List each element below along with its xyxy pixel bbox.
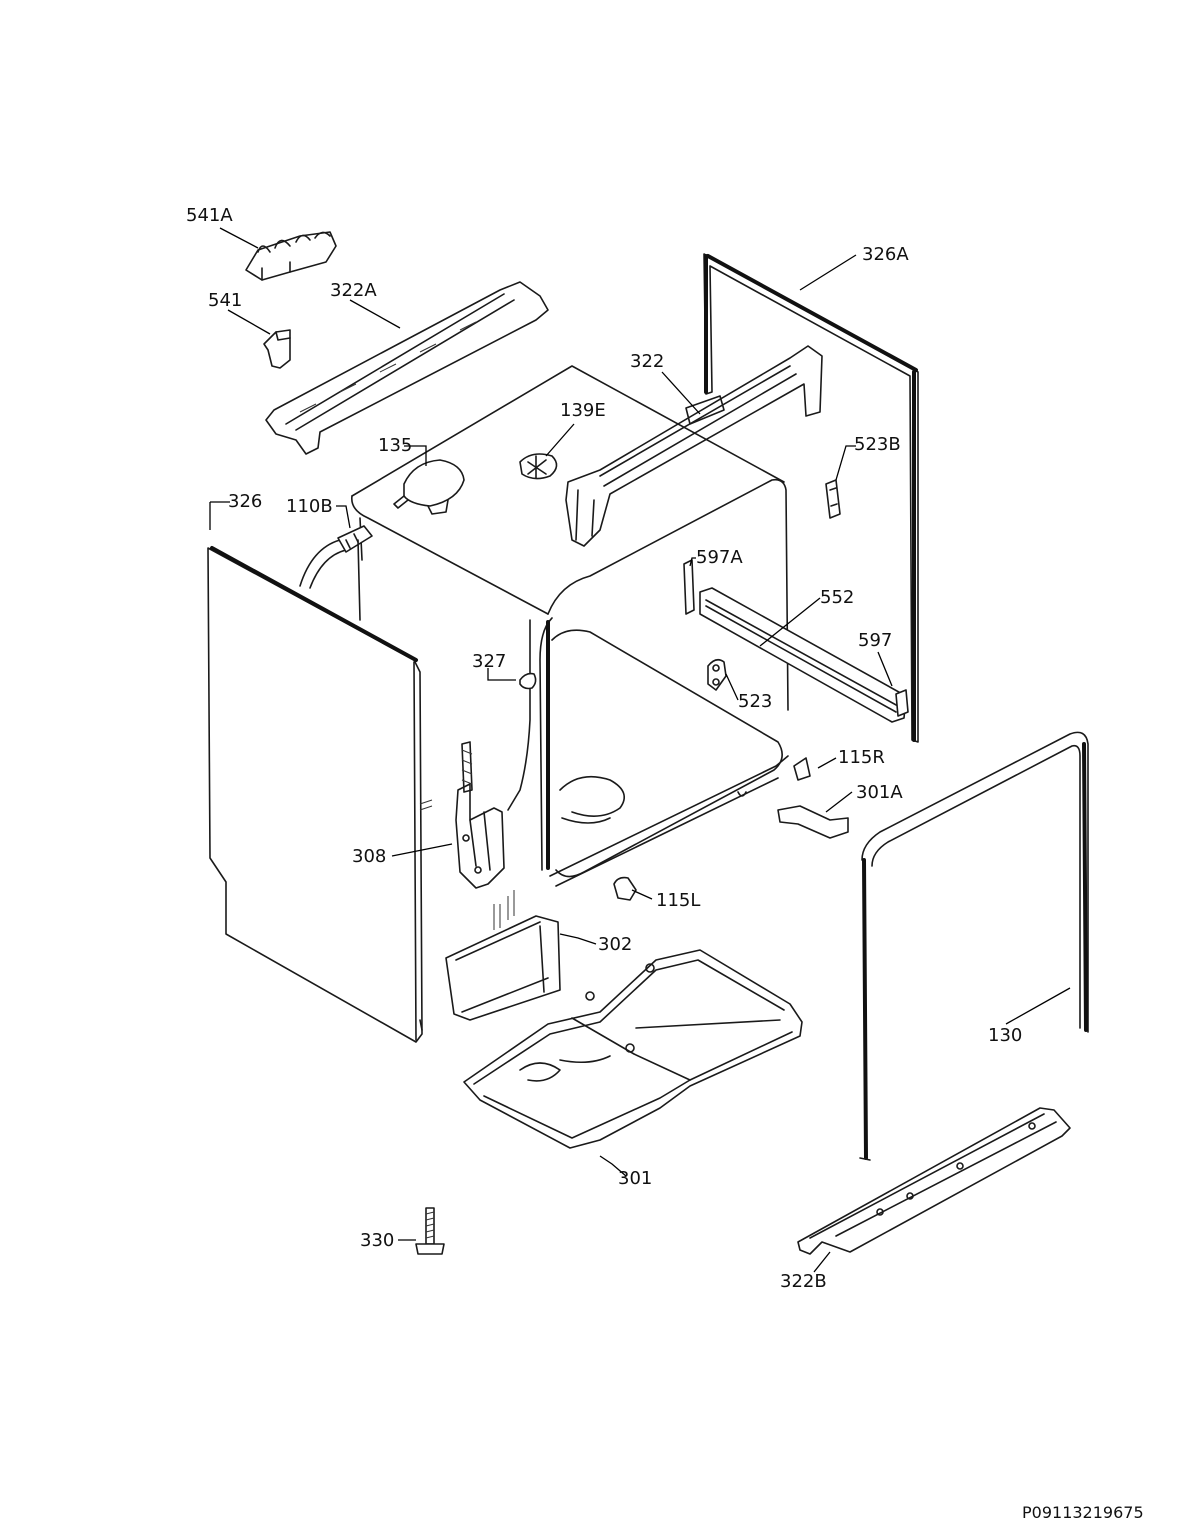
part-tub-body: [351, 365, 789, 887]
part-322-rail: [565, 345, 823, 547]
label-597: 597: [858, 630, 893, 651]
part-326A-side-panel: [703, 253, 919, 743]
part-301A-support: [777, 805, 849, 839]
part-541-clip: [263, 329, 291, 369]
part-115L-foot: [613, 876, 637, 901]
part-330-screw: [415, 1207, 445, 1255]
label-326A: 326A: [862, 244, 909, 265]
label-301: 301: [618, 1168, 653, 1189]
label-552: 552: [820, 587, 855, 608]
part-326-side-panel: [207, 546, 433, 1043]
label-541A: 541A: [186, 205, 233, 226]
label-322: 322: [630, 351, 665, 372]
label-322B: 322B: [780, 1271, 827, 1292]
part-597-clip: [895, 689, 909, 717]
label-110B: 110B: [286, 496, 333, 517]
part-552-rail: [699, 587, 907, 723]
part-597A-clip: [683, 559, 695, 615]
label-130: 130: [988, 1025, 1023, 1046]
document-id: P09113219675: [1022, 1503, 1144, 1522]
part-110B-hose: [299, 525, 373, 621]
label-308: 308: [352, 846, 387, 867]
part-301-base-tray: [463, 949, 803, 1149]
label-330: 330: [360, 1230, 395, 1251]
label-541: 541: [208, 290, 243, 311]
label-302: 302: [598, 934, 633, 955]
hinge-springs: [493, 890, 515, 930]
part-302-bracket: [445, 915, 561, 1021]
part-130-gasket: [859, 731, 1089, 1161]
label-523B: 523B: [854, 434, 901, 455]
label-301A: 301A: [856, 782, 903, 803]
leader-lines: [209, 227, 1071, 1273]
part-308-hinge: [455, 741, 505, 889]
label-597A: 597A: [696, 547, 743, 568]
label-115L: 115L: [656, 890, 701, 911]
label-327: 327: [472, 651, 507, 672]
part-327-grommet: [519, 672, 537, 690]
label-523: 523: [738, 691, 773, 712]
label-115R: 115R: [838, 747, 885, 768]
part-135-cap: [393, 459, 465, 515]
part-115R-foot: [793, 757, 811, 781]
part-322A-rail: [265, 281, 549, 455]
label-139E: 139E: [560, 400, 606, 421]
label-135: 135: [378, 435, 413, 456]
part-541A-connector: [245, 231, 337, 281]
part-322B-rail: [797, 1107, 1071, 1255]
part-523B-bracket: [825, 479, 841, 519]
label-322A: 322A: [330, 280, 377, 301]
part-523-bracket: [707, 658, 727, 691]
label-326: 326: [228, 491, 263, 512]
part-139E-float: [519, 453, 558, 480]
